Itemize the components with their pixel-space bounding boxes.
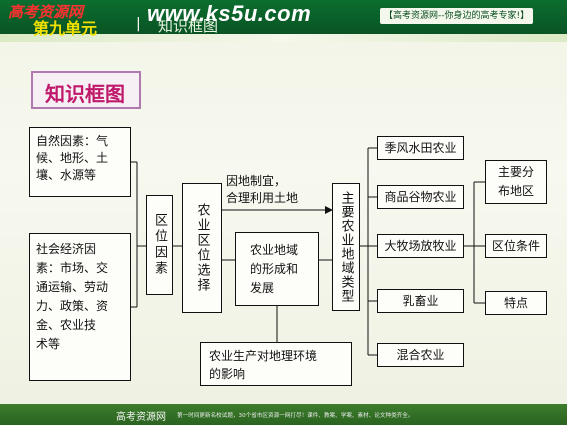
formation-box: 农业地域 的形成和 发展 (235, 232, 319, 306)
location-factors-box: 区位因素 (146, 195, 173, 295)
natural-factors-line: 自然因素：气 (36, 134, 109, 148)
site-logo-cn[interactable]: 高考资源网 (8, 3, 84, 21)
footer-bar (0, 404, 567, 425)
type-box-mixed: 混合农业 (377, 343, 464, 367)
arrow-label: 因地制宜， 合理利用土地 (226, 173, 298, 207)
natural-factors-line: 候、地形、土 (36, 151, 109, 165)
socioeconomic-factors-line: 通运输、劳动 (36, 280, 109, 294)
aspect-box-features: 特点 (485, 291, 547, 315)
title-frame (31, 71, 141, 109)
environment-impact-line: 农业生产对地理环境 (209, 349, 318, 363)
socioeconomic-factors-line: 素：市场、交 (36, 261, 109, 275)
type-box-dairy: 乳畜业 (377, 289, 464, 313)
site-slogan: 【高考资源网--你身边的高考专家!】 (380, 8, 534, 24)
natural-factors-line: 壤、水源等 (36, 168, 97, 182)
socioeconomic-factors-line: 金、农业技 (36, 318, 97, 332)
aspect-box-distribution: 主要分布地区 (485, 160, 547, 204)
socioeconomic-factors-line: 力、政策、资 (36, 299, 109, 313)
formation-line: 农业地域 (250, 243, 299, 257)
formation-line: 的形成和 (250, 262, 299, 276)
arrow-label-line: 合理利用土地 (226, 191, 299, 205)
type-box-ranching: 大牧场放牧业 (377, 234, 464, 258)
main-types-box: 主要农业地域类型 (332, 183, 360, 311)
unit-label: 第九单元 (33, 19, 98, 38)
site-logo-url[interactable]: www.ks5u.com (147, 1, 312, 26)
aspect-box-location-conditions: 区位条件 (485, 234, 547, 258)
socioeconomic-factors-line: 社会经济因 (36, 242, 97, 256)
footer-logo[interactable]: 高考资源网 (116, 412, 166, 423)
arrow-label-line: 因地制宜， (226, 174, 287, 188)
environment-impact-box: 农业生产对地理环境 的影响 (200, 342, 352, 386)
socioeconomic-factors-box: 社会经济因 素：市场、交 通运输、劳动 力、政策、资 金、农业技 术等 (29, 233, 131, 381)
formation-line: 发展 (250, 281, 275, 295)
footer-text: 第一时间更新名校试题，30个省市区资源一网打尽！课件、教案、学案、素材、论文种类… (177, 413, 414, 419)
socioeconomic-factors-line: 术等 (36, 337, 61, 351)
page-title: 知识框图 (45, 82, 125, 106)
section-label: 知识框图 (158, 17, 219, 35)
environment-impact-line: 的影响 (209, 367, 246, 381)
type-box-commercial-grain: 商品谷物农业 (377, 185, 464, 209)
header-separator: | (136, 16, 141, 32)
location-choice-box: 农业区位选择 (182, 183, 222, 313)
header-stripe (0, 34, 567, 42)
natural-factors-box: 自然因素：气 候、地形、土 壤、水源等 (29, 127, 131, 197)
type-box-monsoon-rice: 季风水田农业 (377, 136, 464, 160)
